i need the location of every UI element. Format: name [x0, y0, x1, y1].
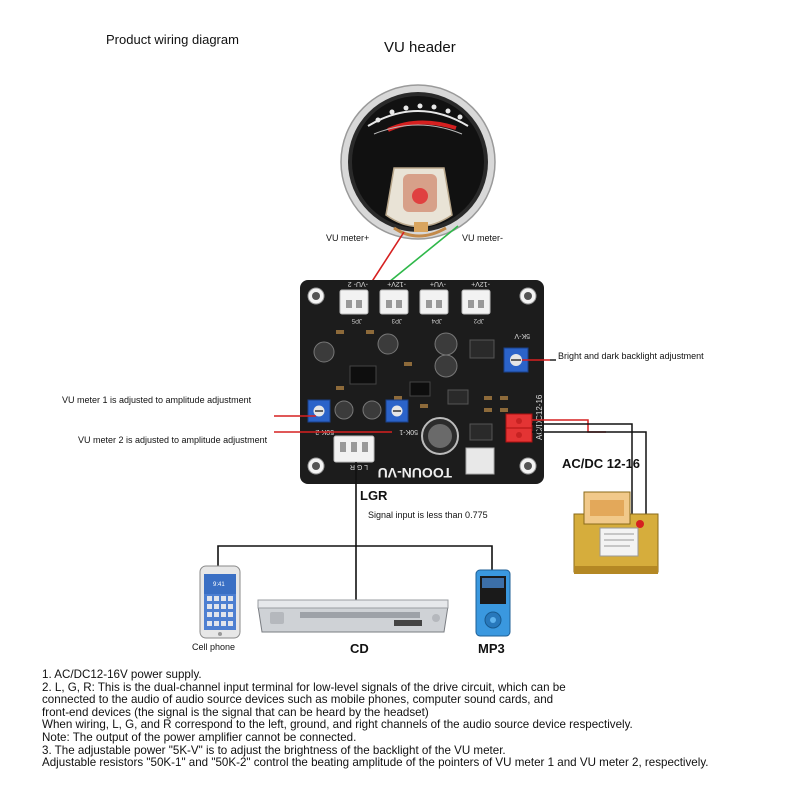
silk-brand: TOOUN-VU	[378, 465, 452, 481]
silk-jp5: JP5	[351, 317, 362, 323]
mp3-label: MP3	[478, 641, 505, 656]
pot-50k-1[interactable]	[307, 399, 331, 423]
transformer	[573, 491, 659, 574]
cell-phone: 9:41	[199, 565, 241, 639]
driver-board: -VU- 2 -12V+ -VU+ -12V+ JP5 JP3 JP4 JP2	[300, 280, 544, 484]
note-line: When wiring, L, G, and R correspond to t…	[42, 718, 633, 732]
silk-jp3: JP3	[391, 317, 402, 323]
pot-5k-v[interactable]	[503, 347, 529, 373]
vu-header-label: VU header	[384, 39, 456, 56]
vu1-adjust-label: VU meter 1 is adjusted to amplitude adju…	[62, 395, 252, 405]
silk-vu: -VU+	[430, 280, 446, 287]
signal-label: Signal input is less than 0.775	[368, 510, 488, 520]
vu2-adjust-label: VU meter 2 is adjusted to amplitude adju…	[78, 435, 268, 445]
silk-12v-b: -12V+	[471, 280, 490, 287]
mp3-player	[475, 569, 511, 637]
wire-power-2	[532, 423, 633, 556]
diagram-title: Product wiring diagram	[106, 32, 239, 47]
note-line: 3. The adjustable power "5K-V" is to adj…	[42, 743, 506, 757]
note-line: Adjustable resistors "50K-1" and "50K-2"…	[42, 756, 709, 770]
silk-lgr: L G R	[350, 463, 368, 470]
vu-meter-head	[340, 84, 496, 240]
notes-block: 1. AC/DC12-16V power supply. 2. L, G, R:…	[42, 668, 782, 770]
lgr-label: LGR	[360, 488, 388, 503]
pot-50k-2[interactable]	[385, 399, 409, 423]
silk-12v-a: -12V+	[387, 280, 406, 287]
silk-jp4: JP4	[431, 317, 442, 323]
acdc-label: AC/DC 12-16	[562, 456, 640, 471]
vu-meter-plus-label: VU meter+	[326, 233, 369, 243]
cd-player	[257, 599, 449, 633]
silk-50k-1: 50K-1	[399, 428, 418, 435]
silk-jp2: JP2	[473, 317, 484, 323]
cd-label: CD	[350, 641, 369, 656]
vu-meter-minus-label: VU meter-	[462, 233, 503, 243]
note-line: connected to the audio of audio source d…	[42, 693, 554, 707]
note-line: 1. AC/DC12-16V power supply.	[42, 668, 202, 681]
note-line: 2. L, G, R: This is the dual-channel inp…	[42, 680, 566, 694]
phone-time: 9:41	[213, 582, 225, 588]
wire-signal-branch	[217, 545, 493, 570]
note-line: Note: The output of the power amplifier …	[42, 730, 357, 744]
silk-vu2: -VU- 2	[348, 280, 368, 287]
backlight-label: Bright and dark backlight adjustment	[558, 351, 704, 361]
note-line: front-end devices (the signal is the sig…	[42, 705, 429, 719]
power-terminal[interactable]	[505, 413, 533, 443]
silk-5k-v: 5K-V	[514, 332, 530, 339]
silk-acdc: AC/DC12-16	[535, 394, 544, 440]
cell-phone-label: Cell phone	[192, 642, 235, 652]
